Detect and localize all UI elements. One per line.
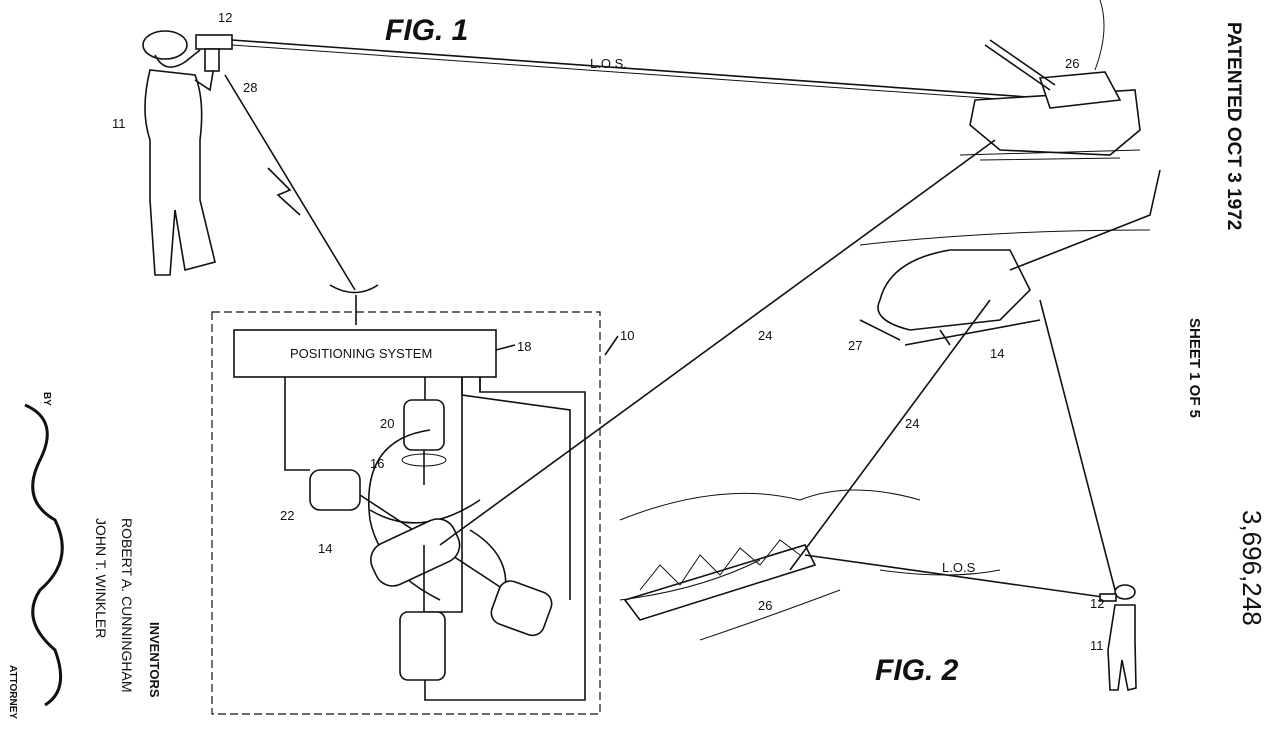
bridge-figure (619, 489, 1001, 641)
label-26-bridge: 26 (758, 598, 772, 613)
label-11-fig1: 11 (112, 116, 126, 131)
inventors-heading: INVENTORS (147, 622, 162, 698)
label-12-fig2: 12 (1090, 596, 1104, 611)
label-27: 27 (848, 338, 862, 353)
soldier-figure-1 (142, 30, 233, 276)
label-20: 20 (380, 416, 394, 431)
label-11-fig2: 11 (1090, 638, 1104, 653)
label-24-fig2: 24 (905, 416, 919, 431)
positioning-system-label: POSITIONING SYSTEM (290, 346, 432, 361)
platform-boundary (211, 311, 601, 715)
fig2-title: FIG. 2 (875, 654, 959, 687)
laser-beam-fig2 (789, 299, 991, 571)
label-24-fig1: 24 (758, 328, 772, 343)
fig1-title: FIG. 1 (385, 14, 468, 47)
patented-date: PATENTED OCT 3 1972 (1223, 22, 1244, 230)
los-label-fig2: L.O.S (942, 560, 976, 575)
label-22: 22 (280, 508, 294, 523)
label-28: 28 (243, 80, 257, 95)
antenna-icon (329, 284, 379, 325)
radio-link-fig2 (1039, 299, 1116, 591)
sheet-number: SHEET 1 OF 5 (1186, 318, 1203, 418)
attorney-label: ATTORNEY (7, 665, 18, 719)
label-18: 18 (517, 339, 531, 354)
label-10: 10 (620, 328, 634, 343)
line-of-sight-fig2 (804, 554, 1111, 599)
laser-beam-fig1 (439, 139, 996, 546)
patent-number: 3,696,248 (1237, 510, 1267, 626)
by-label: BY (41, 392, 52, 406)
positioning-system-block (233, 329, 497, 378)
los-label-fig1: L.O.S. (590, 56, 627, 71)
radio-link-fig1 (224, 74, 356, 291)
label-14-fig1: 14 (318, 541, 332, 556)
attorney-signature (24, 403, 64, 707)
label-26-tank: 26 (1065, 56, 1079, 71)
label-14-fig2: 14 (990, 346, 1004, 361)
inventor-name-2: JOHN T. WINKLER (93, 518, 109, 638)
label-12-fig1: 12 (218, 10, 232, 25)
gimbal-assembly (309, 399, 553, 681)
inventor-name-1: ROBERT A. CUNNINGHAM (119, 518, 135, 693)
helicopter-figure (859, 169, 1161, 346)
soldier-figure-2 (1099, 584, 1137, 691)
tank-figure (959, 0, 1141, 161)
label-16: 16 (370, 456, 384, 471)
line-of-sight-fig1 (231, 39, 1071, 101)
